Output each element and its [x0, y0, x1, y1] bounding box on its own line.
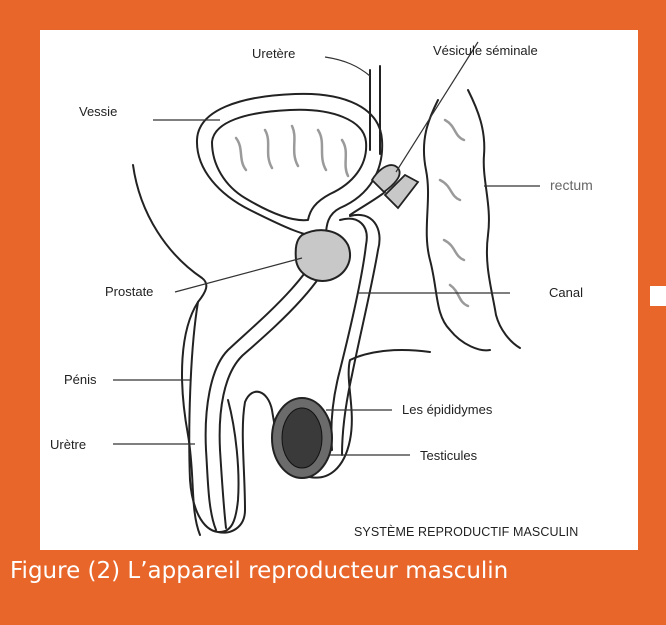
rectum-outline [424, 100, 490, 350]
label-vesicule-seminale: Vésicule séminale [433, 43, 538, 58]
leader-vesicule [396, 42, 478, 172]
body-outline [133, 165, 206, 535]
leader-prostate [175, 258, 302, 292]
label-epididymes: Les épididymes [402, 402, 492, 417]
label-rectum: rectum [550, 178, 593, 193]
prostate-gland [296, 230, 350, 281]
label-uretere: Uretère [252, 46, 295, 61]
diagram-caption: SYSTÈME REPRODUCTIF MASCULIN [354, 525, 578, 539]
leader-uretere [325, 57, 370, 76]
figure-caption: Figure (2) L’appareil reproducteur mascu… [10, 558, 508, 584]
frame-notch [650, 286, 666, 306]
diagram-panel: Uretère Vésicule séminale Vessie rectum … [40, 30, 638, 550]
penis-outline [189, 302, 238, 532]
label-vessie: Vessie [79, 104, 117, 119]
bladder-inner [212, 110, 366, 220]
label-testicules: Testicules [420, 448, 477, 463]
scrotum-outline [243, 350, 430, 510]
label-penis: Pénis [64, 372, 97, 387]
label-uretre: Urètre [50, 437, 86, 452]
label-prostate: Prostate [105, 284, 153, 299]
urethra-tube [206, 236, 326, 530]
label-canal: Canal [549, 285, 583, 300]
ureter-tube [370, 66, 380, 154]
